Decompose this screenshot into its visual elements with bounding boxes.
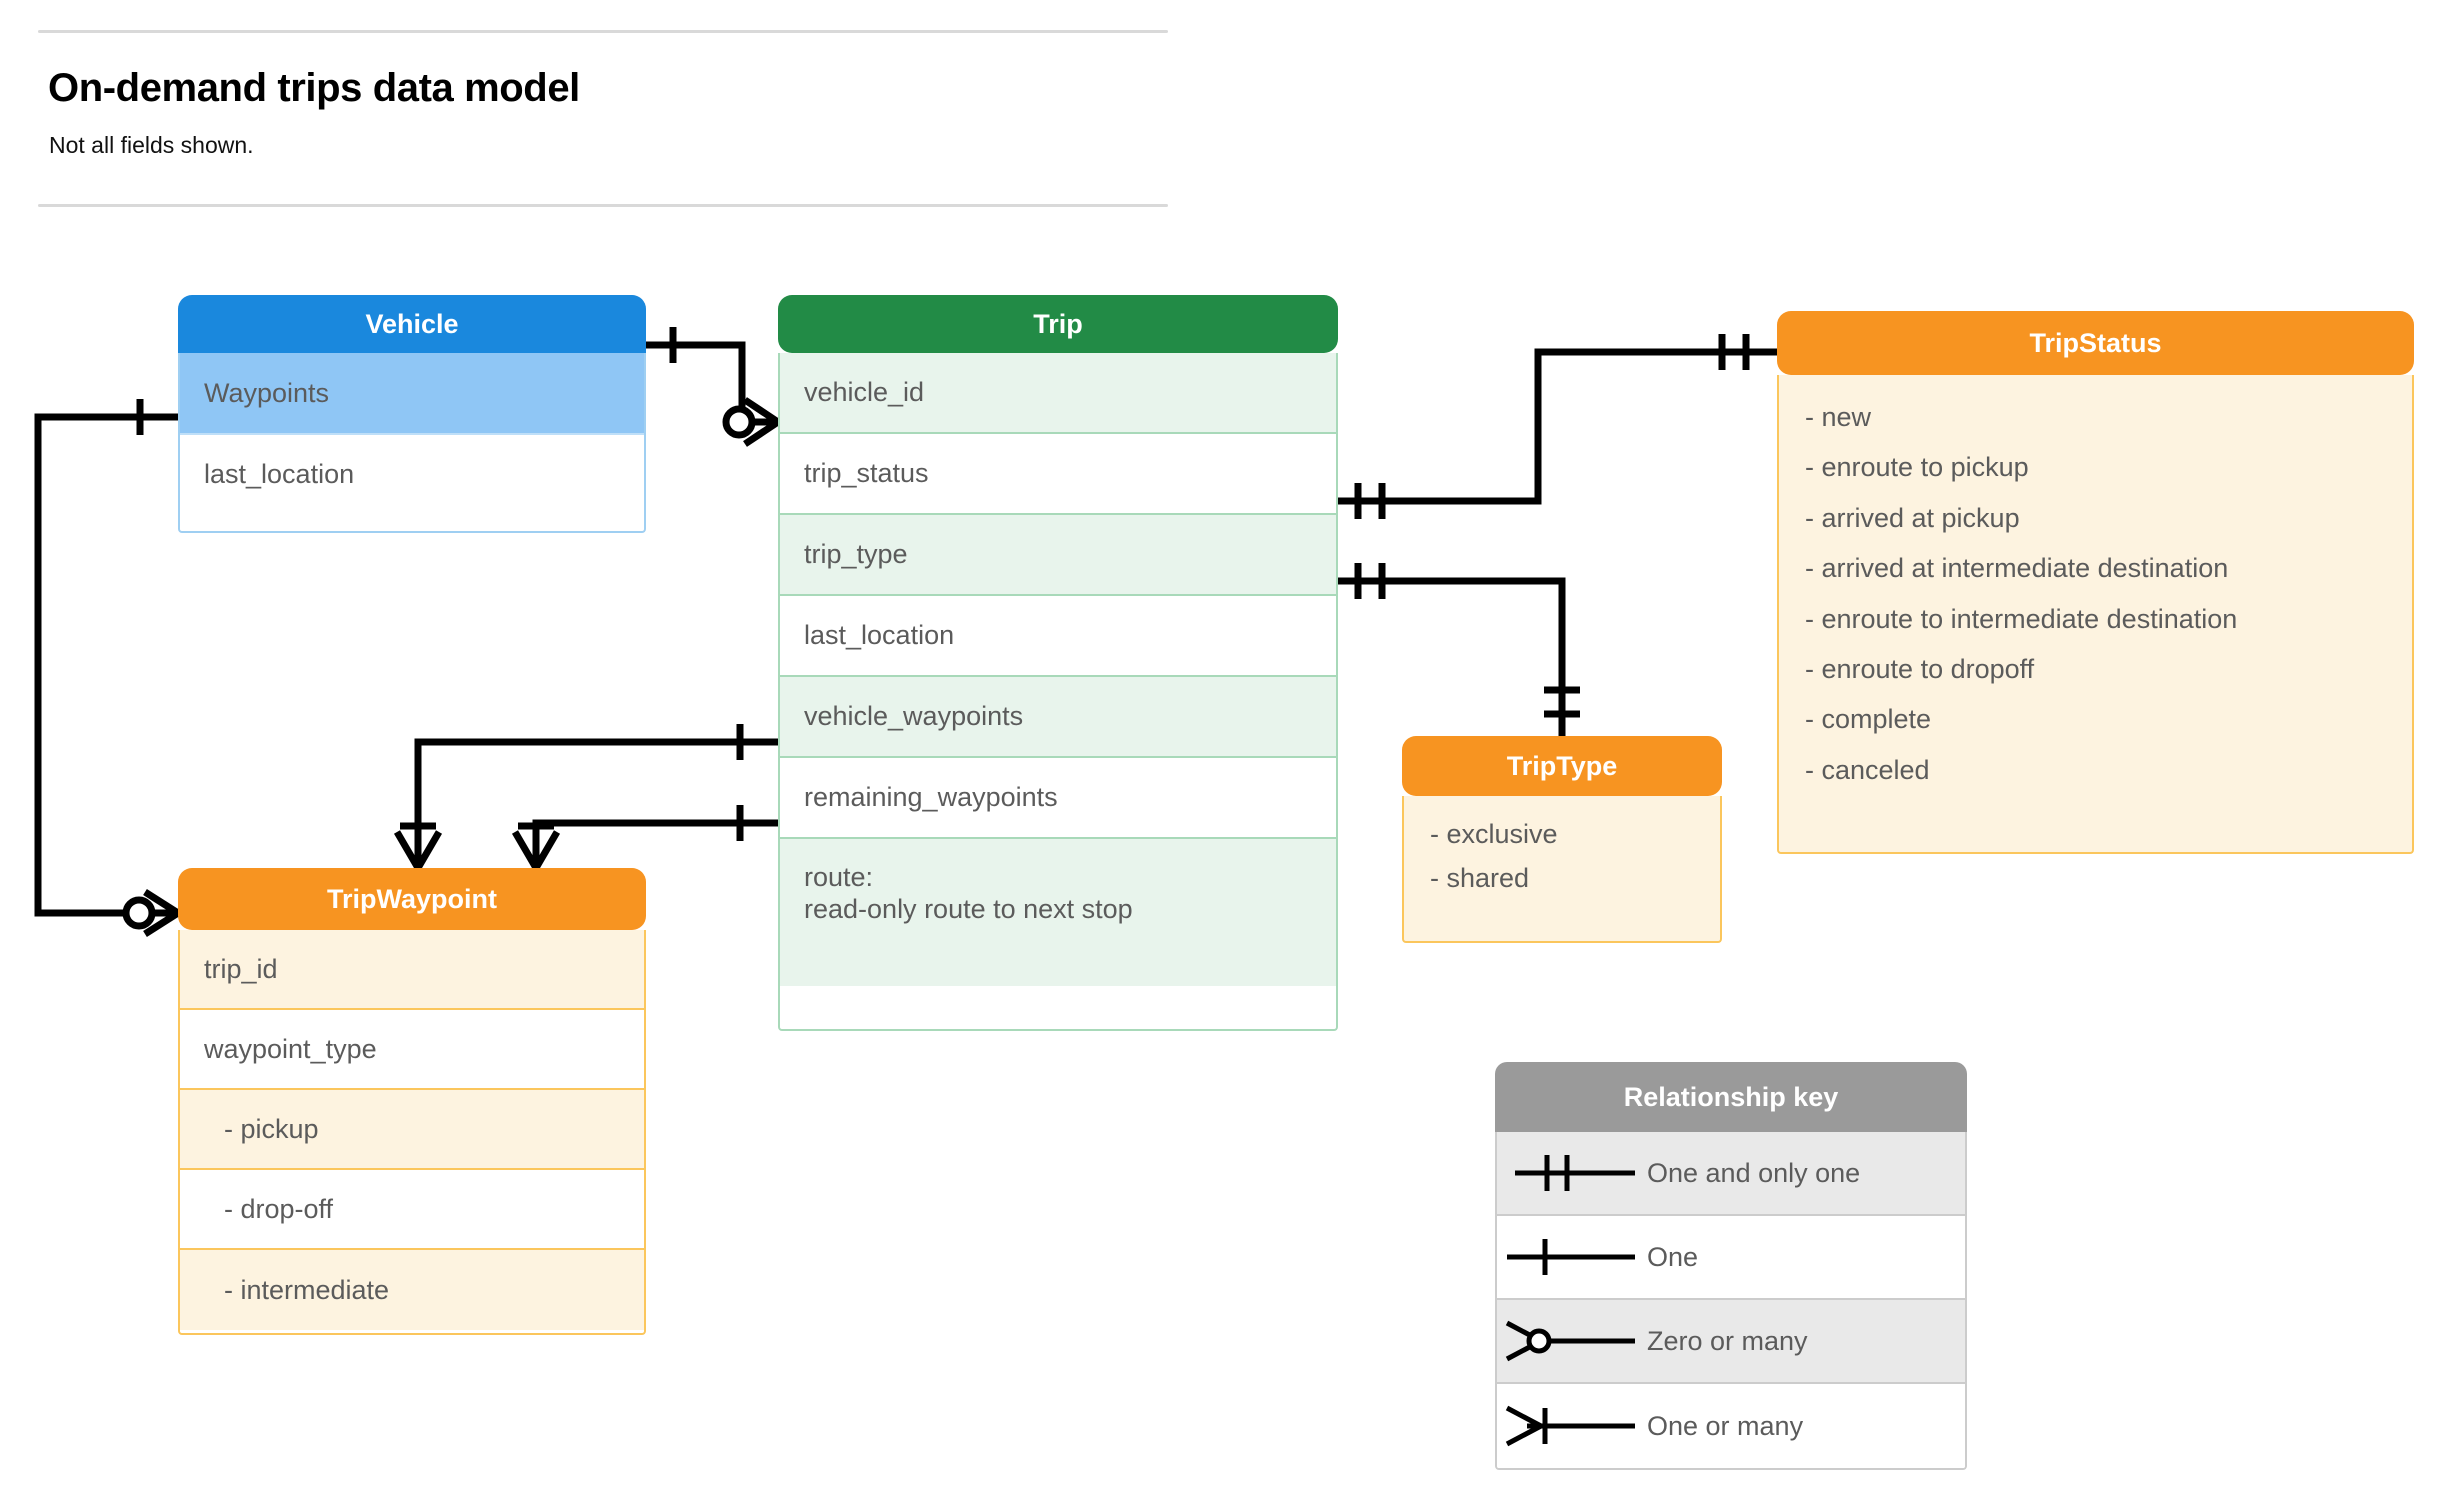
field-row-enum[interactable]: - pickup — [180, 1090, 644, 1170]
field-row[interactable]: trip_status — [780, 434, 1336, 515]
field-row[interactable]: vehicle_waypoints — [780, 677, 1336, 758]
enum-value: - arrived at pickup — [1805, 502, 2020, 533]
relationship-key-title: Relationship key — [1495, 1062, 1967, 1132]
tick-one-and-only-one-triptype — [1544, 686, 1580, 718]
entity-triptype-values: - exclusive - shared — [1402, 796, 1722, 943]
entity-tripwaypoint-title: TripWaypoint — [178, 868, 646, 930]
page-subtitle: Not all fields shown. — [49, 132, 254, 158]
field-row-route-label: route: — [804, 862, 874, 892]
entity-vehicle-fields: Waypoints last_location — [178, 353, 646, 533]
field-row[interactable]: remaining_waypoints — [780, 758, 1336, 839]
field-row[interactable]: Waypoints — [180, 353, 644, 433]
relationship-key-rows: One and only one One — [1495, 1132, 1967, 1470]
enum-value: - shared — [1430, 863, 1530, 894]
entity-tripwaypoint-fields: trip_id waypoint_type - pickup - drop-of… — [178, 930, 646, 1335]
header-divider-bottom — [38, 204, 1168, 207]
entity-trip-title: Trip — [778, 295, 1338, 353]
legend-label: One and only one — [1647, 1157, 1861, 1188]
legend-label: One or many — [1647, 1410, 1804, 1441]
crowfoot-zero-or-many-vehicle-trip — [722, 397, 780, 447]
legend-label: One — [1647, 1241, 1699, 1272]
enum-value: - enroute to dropoff — [1805, 653, 2035, 684]
field-row[interactable]: last_location — [180, 433, 644, 513]
one-or-many-icon — [1497, 1384, 1647, 1468]
entity-vehicle-title: Vehicle — [178, 295, 646, 353]
one-icon — [1497, 1215, 1647, 1299]
legend-row: Zero or many — [1497, 1300, 1965, 1384]
header-divider-top — [38, 30, 1168, 33]
enum-value: - new — [1805, 402, 1872, 432]
entity-triptype[interactable]: TripType — [1402, 736, 1722, 796]
field-row[interactable]: trip_id — [180, 930, 644, 1010]
crowfoot-one-or-many-remaining-waypoints — [511, 822, 561, 870]
zero-or-many-icon — [1497, 1299, 1647, 1383]
entity-tripstatus-values: - new - enroute to pickup - arrived at p… — [1777, 375, 2414, 854]
legend-row: One — [1497, 1216, 1965, 1300]
field-row[interactable]: waypoint_type — [180, 1010, 644, 1090]
field-row-route[interactable]: route: read-only route to next stop — [780, 839, 1336, 986]
entity-tripwaypoint[interactable]: TripWaypoint — [178, 868, 646, 930]
field-row-enum[interactable]: - drop-off — [180, 1170, 644, 1250]
tick-one-and-only-one-trip-type — [1354, 563, 1386, 599]
enum-value: - exclusive — [1430, 819, 1558, 849]
entity-trip[interactable]: Trip — [778, 295, 1338, 353]
entity-tripstatus-title: TripStatus — [1777, 311, 2414, 375]
enum-value: - arrived at intermediate destination — [1805, 553, 2229, 584]
connector-remaining-waypoints-row — [532, 819, 778, 868]
entity-vehicle[interactable]: Vehicle — [178, 295, 646, 402]
entity-trip-fields: vehicle_id trip_status trip_type last_lo… — [778, 353, 1338, 1031]
enum-value: - complete — [1805, 704, 1932, 735]
one-and-only-one-icon — [1497, 1132, 1647, 1215]
legend-row: One and only one — [1497, 1132, 1965, 1216]
entity-tripstatus[interactable]: TripStatus — [1777, 311, 2414, 375]
tick-one-and-only-one-trip-status — [1354, 483, 1386, 519]
connector-trip-triptype — [1338, 577, 1566, 736]
enum-value: - canceled — [1805, 754, 1930, 785]
field-row-route-note: read-only route to next stop — [804, 894, 1133, 925]
enum-value: - enroute to intermediate destination — [1805, 603, 2238, 634]
connector-vehicle-waypoints-tripwaypoint — [34, 413, 178, 917]
tick-one-and-only-one-tripstatus — [1718, 334, 1750, 370]
page-title: On-demand trips data model — [48, 66, 580, 110]
field-row-enum[interactable]: - intermediate — [180, 1250, 644, 1330]
entity-triptype-title: TripType — [1402, 736, 1722, 796]
crowfoot-one-or-many-vehicle-waypoints — [393, 822, 443, 870]
relationship-key: Relationship key — [1495, 1062, 1967, 1132]
connector-trip-tripstatus — [1338, 348, 1777, 505]
field-row[interactable]: last_location — [780, 596, 1336, 677]
crowfoot-zero-or-many-waypoints-tripwaypoint — [122, 889, 180, 937]
connector-vehicle-trip — [646, 341, 778, 426]
enum-value: - enroute to pickup — [1805, 452, 2029, 483]
legend-row: One or many — [1497, 1384, 1965, 1468]
field-row[interactable]: trip_type — [780, 515, 1336, 596]
legend-label: Zero or many — [1647, 1325, 1808, 1356]
connector-vehicle-waypoints-row — [414, 738, 778, 868]
field-row[interactable]: vehicle_id — [780, 353, 1336, 434]
